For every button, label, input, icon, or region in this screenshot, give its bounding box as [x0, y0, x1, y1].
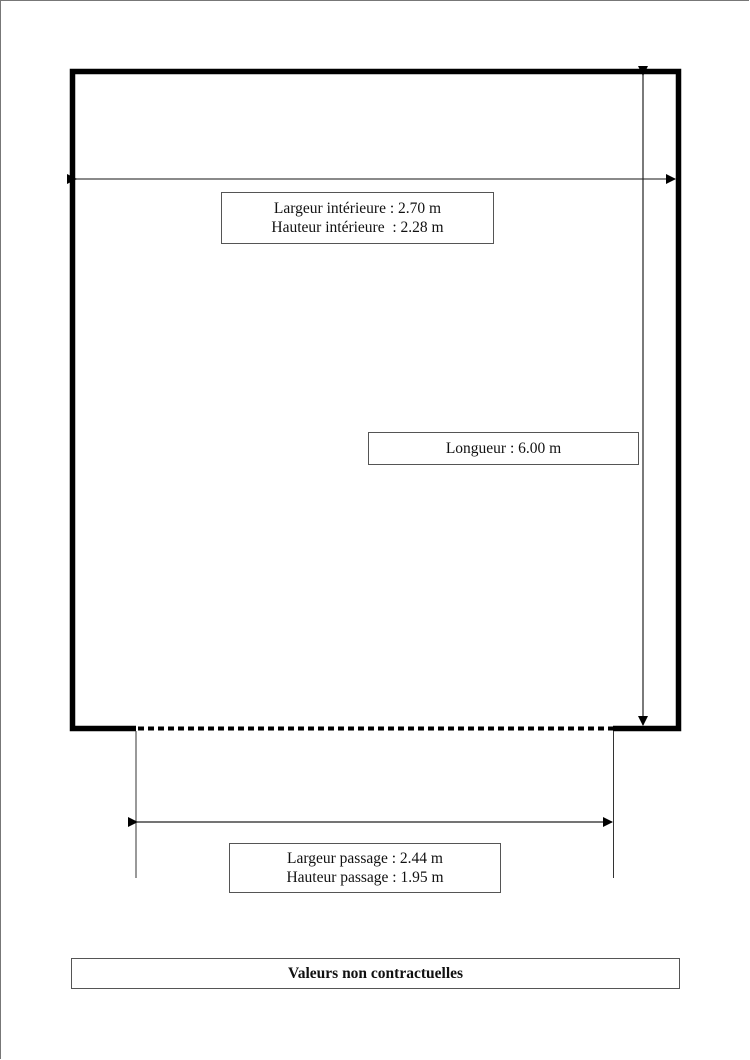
length-label: Longueur : 6.00 m [368, 432, 639, 465]
disclaimer-box: Valeurs non contractuelles [71, 958, 680, 989]
wall-outline [69, 68, 682, 732]
disclaimer-text: Valeurs non contractuelles [287, 965, 464, 982]
passage-height-text: Hauteur passage : 1.95 m [286, 869, 444, 886]
passage-dimensions-label: Largeur passage : 2.44 m Hauteur passage… [229, 843, 501, 893]
interior-dimensions-label: Largeur intérieure : 2.70 m Hauteur inté… [221, 192, 494, 244]
length-text: Longueur : 6.00 m [445, 440, 562, 457]
interior-height-text: Hauteur intérieure : 2.28 m [271, 219, 444, 236]
interior-width-text: Largeur intérieure : 2.70 m [273, 200, 442, 217]
passage-width-text: Largeur passage : 2.44 m [287, 850, 443, 867]
